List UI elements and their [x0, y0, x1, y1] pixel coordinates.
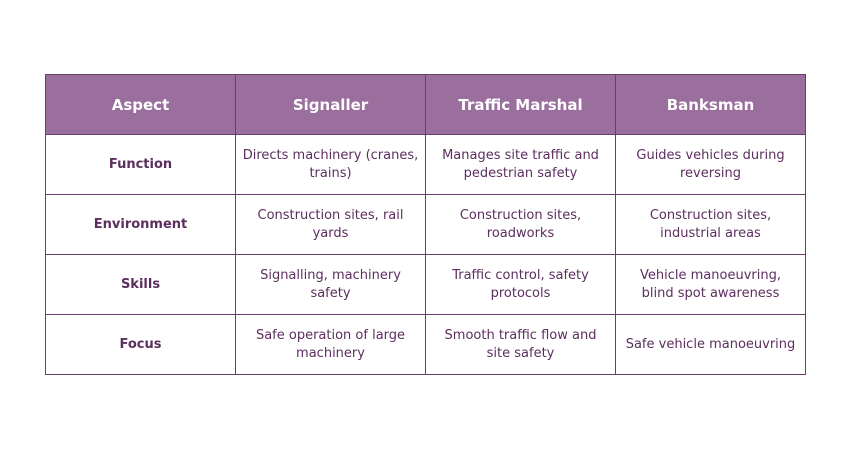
comparison-table-container: Aspect Signaller Traffic Marshal Banksma… [45, 74, 806, 375]
cell-banksman-skills: Vehicle manoeuvring, blind spot awarenes… [615, 254, 806, 315]
cell-banksman-function: Guides vehicles during reversing [615, 134, 806, 195]
row-label-function: Function [45, 134, 236, 195]
table-row-skills: Skills Signalling, machinery safety Traf… [45, 254, 806, 315]
table-row-focus: Focus Safe operation of large machinery … [45, 314, 806, 375]
cell-signaller-focus: Safe operation of large machinery [235, 314, 426, 375]
cell-traffic-marshal-focus: Smooth traffic flow and site safety [425, 314, 616, 375]
header-row: Aspect Signaller Traffic Marshal Banksma… [45, 74, 806, 135]
row-label-environment: Environment [45, 194, 236, 255]
cell-signaller-function: Directs machinery (cranes, trains) [235, 134, 426, 195]
cell-traffic-marshal-skills: Traffic control, safety protocols [425, 254, 616, 315]
comparison-table: Aspect Signaller Traffic Marshal Banksma… [45, 74, 806, 375]
table-row-function: Function Directs machinery (cranes, trai… [45, 134, 806, 195]
table-header: Aspect Signaller Traffic Marshal Banksma… [45, 74, 806, 135]
cell-banksman-environment: Construction sites, industrial areas [615, 194, 806, 255]
header-aspect: Aspect [45, 74, 236, 135]
cell-banksman-focus: Safe vehicle manoeuvring [615, 314, 806, 375]
header-traffic-marshal: Traffic Marshal [425, 74, 616, 135]
header-banksman: Banksman [615, 74, 806, 135]
cell-traffic-marshal-environment: Construction sites, roadworks [425, 194, 616, 255]
table-row-environment: Environment Construction sites, rail yar… [45, 194, 806, 255]
cell-traffic-marshal-function: Manages site traffic and pedestrian safe… [425, 134, 616, 195]
cell-signaller-skills: Signalling, machinery safety [235, 254, 426, 315]
table-body: Function Directs machinery (cranes, trai… [45, 134, 806, 375]
header-signaller: Signaller [235, 74, 426, 135]
cell-signaller-environment: Construction sites, rail yards [235, 194, 426, 255]
row-label-skills: Skills [45, 254, 236, 315]
row-label-focus: Focus [45, 314, 236, 375]
